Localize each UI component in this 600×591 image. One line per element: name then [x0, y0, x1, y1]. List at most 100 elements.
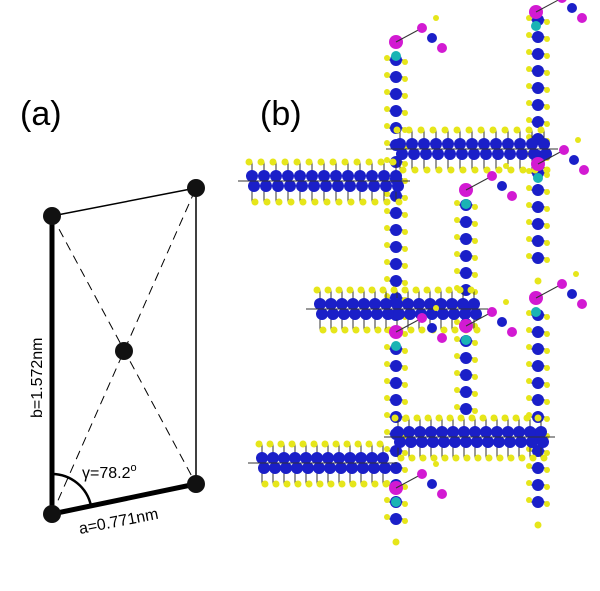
hydrogen-atom: [423, 286, 431, 294]
ring-atom: [280, 462, 292, 474]
nitrogen-atom: [461, 199, 471, 209]
hydrogen-atom: [384, 429, 390, 435]
panel-b: (b): [238, 0, 589, 546]
hydrogen-atom: [384, 395, 390, 401]
ring-atom: [490, 138, 502, 150]
hydrogen-atom: [384, 191, 390, 197]
ring-atom: [532, 343, 544, 355]
hydrogen-atom: [389, 158, 397, 166]
hydrogen-atom: [534, 277, 542, 285]
ring-atom: [313, 462, 325, 474]
hydrogen-atom: [330, 326, 338, 334]
hydrogen-atom: [399, 166, 407, 174]
hydrogen-atom: [544, 206, 550, 212]
hydrogen-atom: [384, 123, 390, 129]
hydrogen-atom: [526, 395, 532, 401]
hydrogen-atom: [261, 480, 269, 488]
ring-atom: [532, 99, 544, 111]
hydrogen-atom: [269, 158, 277, 166]
ring-atom: [382, 308, 394, 320]
ring-atom: [471, 436, 483, 448]
hydrogen-atom: [544, 19, 550, 25]
hydrogen-atom: [390, 286, 398, 294]
hydrogen-atom: [457, 414, 465, 422]
ring-atom: [457, 298, 469, 310]
hydrogen-atom: [454, 319, 460, 325]
ring-atom: [532, 252, 544, 264]
hydrogen-atom: [402, 229, 408, 235]
ring-atom: [458, 426, 470, 438]
hydrogen-atom: [397, 454, 405, 462]
panel-b-label: (b): [260, 95, 302, 133]
hydrogen-atom: [526, 100, 532, 106]
ring-atom: [448, 308, 460, 320]
ring-atom: [430, 138, 442, 150]
ring-atom: [460, 352, 472, 364]
ring-atom: [392, 180, 404, 192]
hydrogen-atom: [323, 198, 331, 206]
ring-atom: [524, 426, 536, 438]
hydrogen-atom: [352, 326, 360, 334]
hydrogen-atom: [402, 348, 408, 354]
ring-atom: [256, 452, 268, 464]
ring-atom: [294, 170, 306, 182]
hydrogen-atom: [496, 454, 504, 462]
ring-atom: [538, 138, 550, 150]
hydrogen-atom: [383, 198, 391, 206]
hydrogen-atom: [501, 414, 509, 422]
hydrogen-atom: [341, 326, 349, 334]
hydrogen-atom: [472, 238, 478, 244]
ring-atom: [390, 445, 402, 457]
hydrogen-atom: [523, 414, 531, 422]
ring-atom: [470, 308, 482, 320]
ring-atom: [413, 298, 425, 310]
hydrogen-atom: [275, 198, 283, 206]
ring-atom: [532, 65, 544, 77]
metal-atom: [579, 165, 589, 175]
hydrogen-atom: [277, 440, 285, 448]
ring-atom: [390, 275, 402, 287]
ring-atom: [366, 170, 378, 182]
ring-atom: [446, 298, 458, 310]
hydrogen-atom: [526, 49, 532, 55]
nitrogen-atom: [531, 307, 541, 317]
ring-atom: [320, 180, 332, 192]
ring-atom: [402, 298, 414, 310]
nitrogen-atom: [533, 173, 543, 183]
hydrogen-atom: [525, 126, 533, 134]
hydrogen-atom: [429, 126, 437, 134]
hydrogen-atom: [430, 454, 438, 462]
hydrogen-atom: [402, 280, 408, 286]
ring-atom: [390, 360, 402, 372]
hydrogen-atom: [503, 163, 509, 169]
ring-atom: [513, 426, 525, 438]
ring-atom: [460, 403, 472, 415]
hydrogen-atom: [534, 521, 542, 529]
metal-atom: [559, 145, 569, 155]
hydrogen-atom: [384, 497, 390, 503]
hydrogen-atom: [413, 414, 421, 422]
ring-atom: [427, 323, 437, 333]
hydrogen-atom: [263, 198, 271, 206]
ring-atom: [394, 436, 406, 448]
metal-atom: [417, 469, 427, 479]
hydrogen-atom: [544, 104, 550, 110]
ring-atom: [302, 462, 314, 474]
hydrogen-atom: [402, 76, 408, 82]
hydrogen-atom: [544, 382, 550, 388]
ring-atom: [532, 394, 544, 406]
ring-atom: [468, 298, 480, 310]
hydrogen-atom: [454, 353, 460, 359]
hydrogen-atom: [489, 126, 497, 134]
ring-atom: [532, 360, 544, 372]
ring-atom: [460, 386, 472, 398]
side-b-label: b=1.572nm: [29, 337, 46, 418]
ring-atom: [532, 201, 544, 213]
ring-atom: [366, 452, 378, 464]
hydrogen-atom: [544, 484, 550, 490]
ring-atom: [427, 33, 437, 43]
hydrogen-atom: [454, 387, 460, 393]
hydrogen-atom: [526, 480, 532, 486]
hydrogen-atom: [412, 286, 420, 294]
hydrogen-atom: [507, 454, 515, 462]
